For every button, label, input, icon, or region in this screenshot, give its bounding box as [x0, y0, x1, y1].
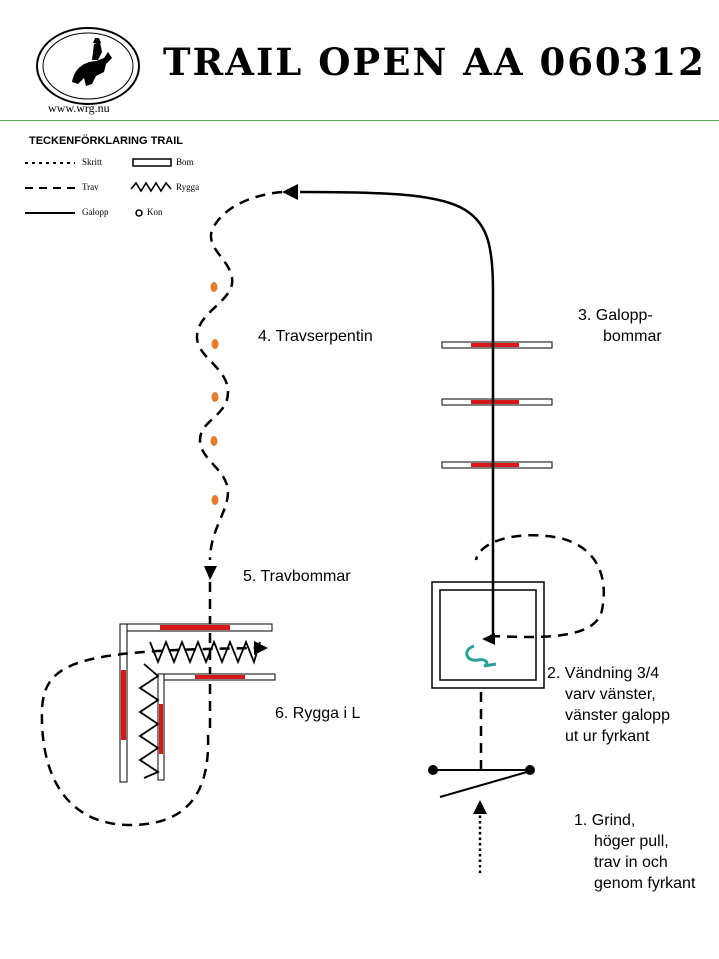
club-logo [36, 27, 140, 105]
label-gate: 1. Grind, höger pull, trav in och genom … [574, 812, 696, 892]
trot-return-path [40, 646, 261, 827]
legend-walk-label: Skritt [82, 157, 103, 167]
legend-trot-label: Trav [82, 182, 99, 192]
backup-path-horizontal [149, 639, 261, 665]
lope-arrowhead [282, 184, 298, 200]
legend-cone-label: Kon [147, 207, 163, 217]
label-serpentine: 4. Travserpentin [258, 328, 373, 345]
page-title: TRAIL OPEN AA 060312 [163, 40, 706, 84]
label-backup-l: 6. Rygga i L [275, 705, 361, 722]
label-lope-poles: 3. Galopp- bommar [578, 307, 662, 345]
trot-serpentine-path [195, 190, 283, 561]
turn-arrow-icon [465, 644, 497, 668]
legend-lope-label: Galopp [82, 207, 109, 217]
trot-down-arrowhead [204, 566, 217, 580]
l-shape-poles [119, 623, 276, 783]
lope-poles [441, 341, 553, 469]
cones [210, 282, 219, 505]
square-box [431, 581, 545, 689]
trot-loop-path [474, 534, 606, 639]
walk-arrowhead [473, 800, 487, 814]
club-url: www.wrg.nu [48, 101, 110, 115]
label-trot-poles: 5. Travbommar [243, 568, 351, 585]
legend-pole-label: Bom [176, 157, 194, 167]
header-divider [0, 120, 719, 121]
legend-title: TECKENFÖRKLARING TRAIL [29, 135, 183, 147]
legend-backup-label: Rygga [176, 182, 200, 192]
lope-path [299, 190, 495, 640]
label-turn: 2. Vändning 3/4 varv vänster, vänster ga… [547, 665, 670, 745]
backup-path-vertical [138, 663, 160, 779]
legend-samples [25, 158, 172, 217]
